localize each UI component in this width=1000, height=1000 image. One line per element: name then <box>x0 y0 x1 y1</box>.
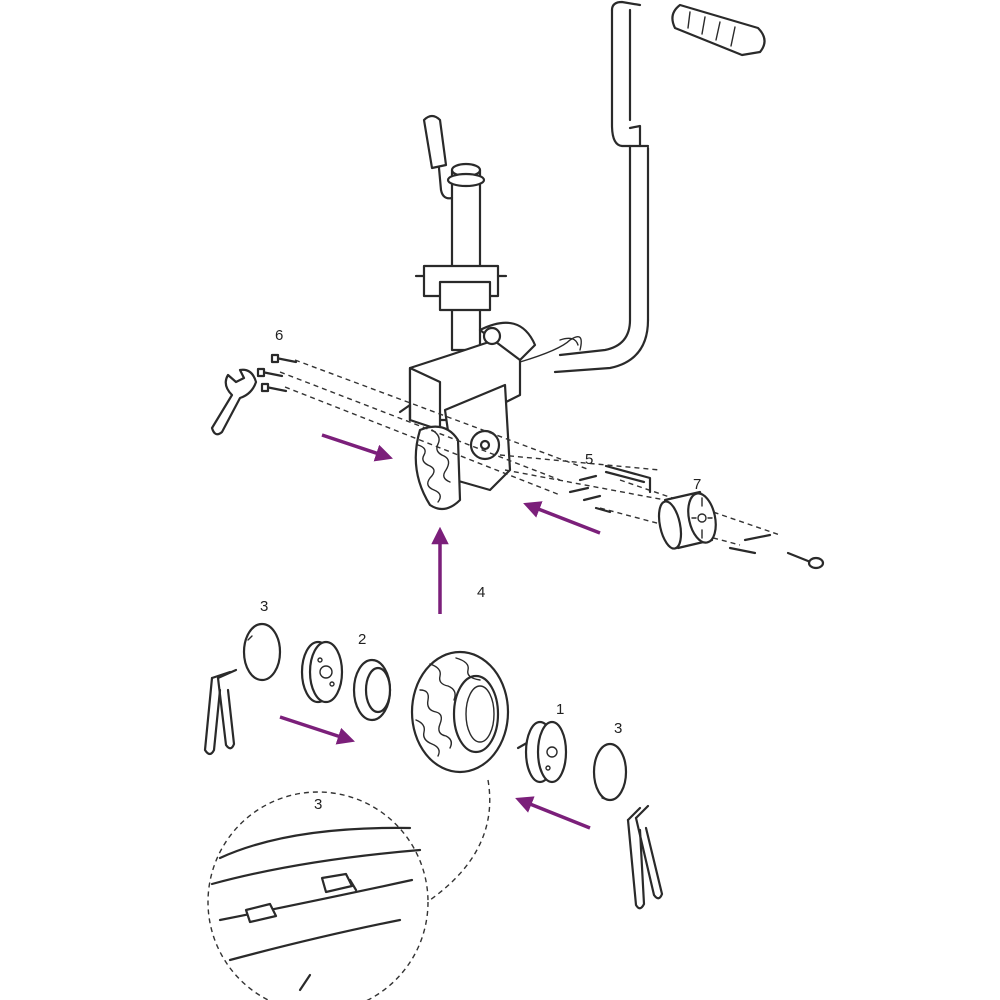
screw-icon <box>568 474 612 514</box>
arrow-right-top <box>321 433 393 462</box>
detail-callout <box>207 779 491 1000</box>
arrow-left-bottom <box>515 796 591 830</box>
motor-icon <box>657 490 717 550</box>
screw-icon <box>256 353 298 393</box>
label-part-1: 1 <box>556 701 564 718</box>
circlip-pliers-icon <box>203 668 238 756</box>
arrow-left-top <box>523 501 601 535</box>
label-part-3-left: 3 <box>260 598 268 615</box>
label-part-3-right: 3 <box>614 720 622 737</box>
tyre-icon <box>410 650 510 774</box>
label-part-3-detail: 3 <box>314 796 322 813</box>
bearing-icon <box>352 658 392 722</box>
wrench-icon <box>210 368 258 436</box>
screw-icon <box>728 533 825 570</box>
circlip-pliers-icon <box>626 804 664 910</box>
hub-icon <box>300 640 344 704</box>
hex-key-icon <box>604 464 652 494</box>
label-part-7: 7 <box>693 476 701 493</box>
hub-icon <box>524 720 568 784</box>
circlip-ring-icon <box>592 742 628 802</box>
jockey-wheel-assembly-icon <box>398 0 766 511</box>
label-part-4: 4 <box>477 584 485 601</box>
direction-arrows <box>279 433 601 830</box>
label-part-5: 5 <box>585 451 593 468</box>
circlip-ring-icon <box>242 622 282 682</box>
arrow-right-bottom <box>279 715 355 745</box>
label-part-6: 6 <box>275 327 283 344</box>
label-part-2: 2 <box>358 631 366 648</box>
